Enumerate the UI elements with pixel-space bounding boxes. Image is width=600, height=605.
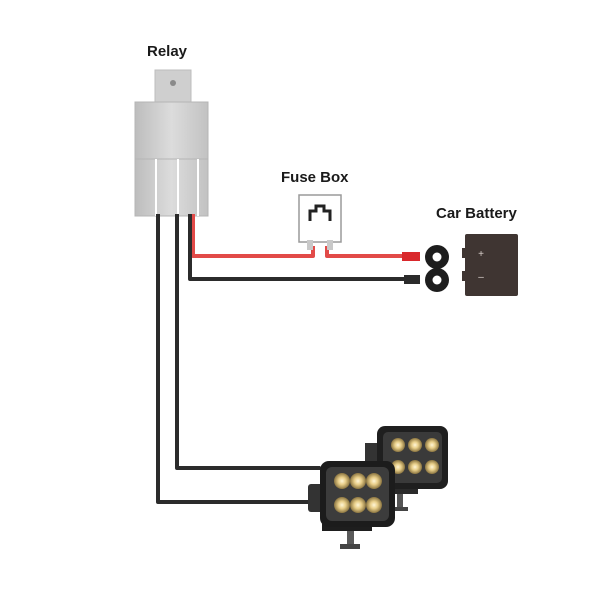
- led-work-light-front: [308, 461, 395, 549]
- relay-mount-hole: [170, 80, 176, 86]
- positive-wire-relay-to-fuse: [191, 214, 315, 258]
- battery-negative-label: –: [478, 272, 484, 283]
- ring-terminal-negative: [404, 268, 449, 292]
- light-wire-inner: [175, 214, 320, 470]
- fuse-box-body: [298, 194, 342, 243]
- relay: [134, 69, 209, 217]
- fuse-symbol: [308, 204, 332, 221]
- ground-wire-relay-to-battery: [188, 214, 412, 281]
- car-battery-label: Car Battery: [436, 205, 517, 222]
- relay-pin-block: [134, 158, 209, 217]
- battery-body: [465, 234, 518, 296]
- led-array-front: [334, 473, 382, 513]
- positive-wire-fuse-to-battery: [325, 246, 405, 258]
- led-array-rear: [391, 438, 439, 474]
- fuse-box-label: Fuse Box: [281, 169, 349, 186]
- relay-mount-tab: [154, 69, 192, 105]
- fuse-box: [298, 194, 342, 250]
- car-battery: + –: [462, 234, 518, 296]
- light-wire-outer: [156, 214, 320, 504]
- relay-label: Relay: [147, 43, 188, 60]
- battery-positive-label: +: [478, 249, 484, 260]
- relay-body: [134, 101, 209, 160]
- ring-terminal-positive: [402, 245, 449, 269]
